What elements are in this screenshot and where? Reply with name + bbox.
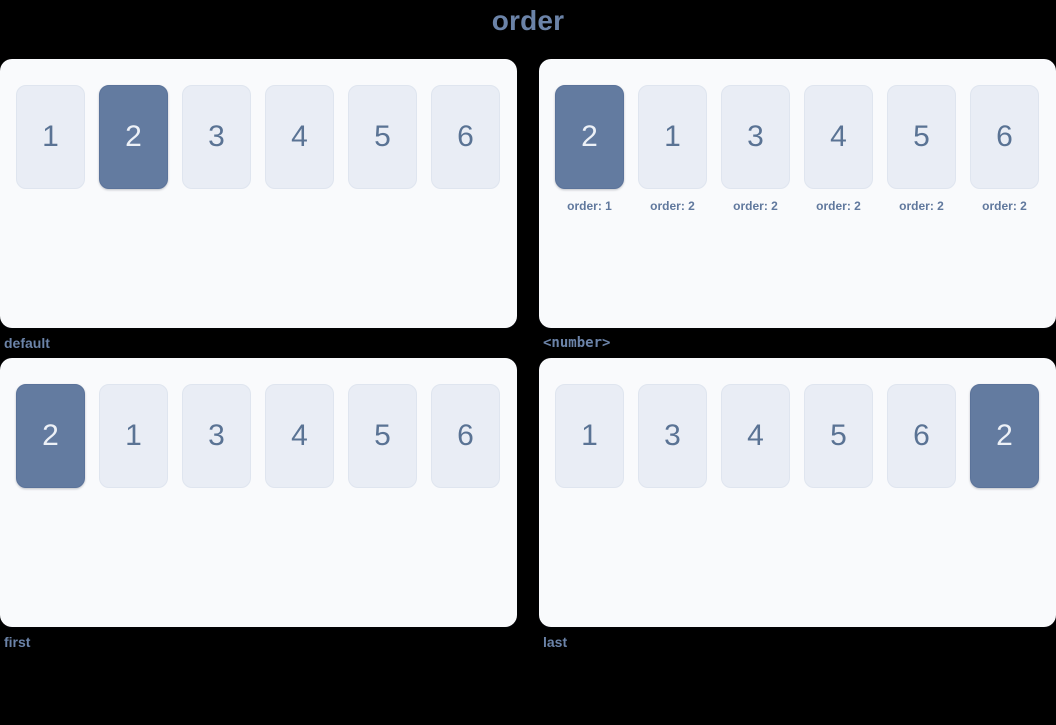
panel-cell: 2 order: 1 1 order: 2 3 order: 2 4 order: 2 5 ord… (539, 59, 1056, 353)
box-item: 6 (431, 384, 500, 488)
panel-caption: <number> (543, 335, 611, 351)
ordered-box[interactable]: 5 (348, 85, 417, 189)
box-item: 5 order: 2 (887, 85, 956, 214)
box-item: 3 (638, 384, 707, 488)
box-item: 3 (182, 384, 251, 488)
demo-panel: 2 order: 1 1 order: 2 3 order: 2 4 order: 2 5 ord… (539, 59, 1056, 328)
ordered-box-active[interactable]: 2 (555, 85, 624, 189)
box-item: 1 order: 2 (638, 85, 707, 214)
order-label: order: 2 (982, 199, 1027, 213)
ordered-box[interactable]: 6 (431, 384, 500, 488)
box-item: 6 (431, 85, 500, 189)
ordered-box-active[interactable]: 2 (16, 384, 85, 488)
box-item: 1 (16, 85, 85, 189)
ordered-box[interactable]: 4 (265, 85, 334, 189)
box-item: 2 (970, 384, 1039, 488)
box-item: 4 (265, 384, 334, 488)
ordered-box[interactable]: 6 (431, 85, 500, 189)
box-item: 5 (348, 85, 417, 189)
order-label: order: 2 (650, 199, 695, 213)
ordered-box[interactable]: 4 (265, 384, 334, 488)
box-row: 2 order: 1 1 order: 2 3 order: 2 4 order: 2 5 ord… (555, 85, 1040, 214)
box-item: 5 (348, 384, 417, 488)
ordered-box[interactable]: 1 (555, 384, 624, 488)
ordered-box[interactable]: 1 (16, 85, 85, 189)
panel-caption: first (4, 634, 31, 650)
ordered-box[interactable]: 4 (721, 384, 790, 488)
ordered-box[interactable]: 1 (99, 384, 168, 488)
box-item: 6 (887, 384, 956, 488)
ordered-box[interactable]: 5 (887, 85, 956, 189)
ordered-box[interactable]: 4 (804, 85, 873, 189)
order-label: order: 2 (733, 199, 778, 213)
ordered-box[interactable]: 3 (182, 384, 251, 488)
box-item: 6 order: 2 (970, 85, 1039, 214)
ordered-box[interactable]: 3 (721, 85, 790, 189)
ordered-box[interactable]: 5 (348, 384, 417, 488)
panel-caption: default (4, 335, 50, 351)
ordered-box[interactable]: 3 (638, 384, 707, 488)
page-title: order (491, 5, 565, 36)
box-item: 1 (555, 384, 624, 488)
ordered-box-active[interactable]: 2 (970, 384, 1039, 488)
box-item: 2 order: 1 (555, 85, 624, 214)
box-item: 4 (721, 384, 790, 488)
ordered-box[interactable]: 3 (182, 85, 251, 189)
ordered-box[interactable]: 1 (638, 85, 707, 189)
box-item: 4 (265, 85, 334, 189)
ordered-box[interactable]: 5 (804, 384, 873, 488)
order-label: order: 2 (899, 199, 944, 213)
panel-caption: last (543, 634, 568, 650)
box-item: 5 (804, 384, 873, 488)
box-item: 1 (99, 384, 168, 488)
ordered-box[interactable]: 6 (970, 85, 1039, 189)
order-label: order: 2 (816, 199, 861, 213)
box-item: 4 order: 2 (804, 85, 873, 214)
order-label: order: 1 (567, 199, 612, 213)
ordered-box[interactable]: 6 (887, 384, 956, 488)
box-item: 2 (16, 384, 85, 488)
box-item: 3 (182, 85, 251, 189)
box-item: 3 order: 2 (721, 85, 790, 214)
ordered-box-active[interactable]: 2 (99, 85, 168, 189)
box-item: 2 (99, 85, 168, 189)
